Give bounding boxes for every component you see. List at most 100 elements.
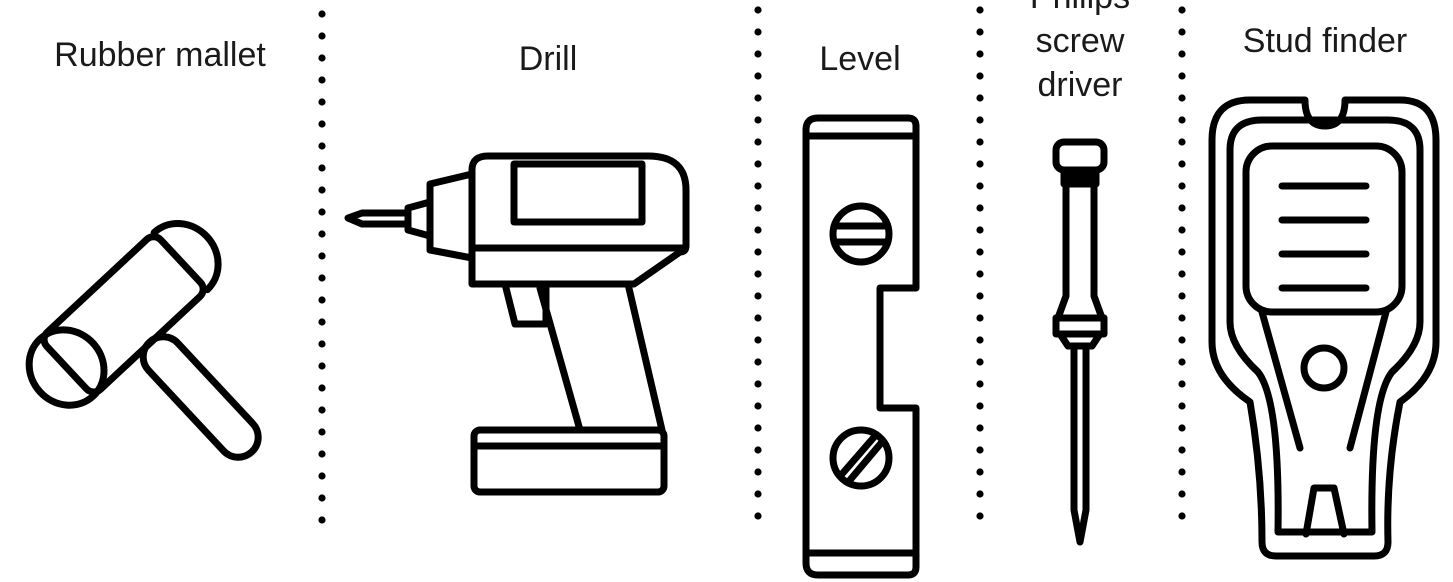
- screwdriver-label-line-2: screw: [1036, 22, 1125, 60]
- separator-dot: [754, 28, 762, 36]
- separator-dot: [318, 54, 326, 62]
- separator-dot: [754, 358, 762, 366]
- separator-dot: [976, 50, 984, 58]
- separator-dot: [754, 94, 762, 102]
- separator-dot: [1178, 270, 1186, 278]
- separator-dot: [1178, 402, 1186, 410]
- separator-dot: [1178, 28, 1186, 36]
- separator-dot: [1178, 336, 1186, 344]
- separator-dot: [976, 402, 984, 410]
- separator-dot: [1178, 204, 1186, 212]
- separator-dot: [976, 292, 984, 300]
- dotted-separator-3: [976, 6, 984, 520]
- separator-dot: [976, 94, 984, 102]
- separator-dot: [976, 468, 984, 476]
- level-icon: [802, 114, 920, 579]
- separator-dot: [318, 76, 326, 84]
- separator-dot: [754, 424, 762, 432]
- separator-dot: [976, 226, 984, 234]
- separator-dot: [318, 230, 326, 238]
- separator-dot: [1178, 72, 1186, 80]
- separator-dot: [754, 6, 762, 14]
- separator-dot: [976, 204, 984, 212]
- separator-dot: [1178, 226, 1186, 234]
- separator-dot: [318, 296, 326, 304]
- separator-dot: [754, 116, 762, 124]
- separator-dot: [318, 252, 326, 260]
- separator-dot: [976, 424, 984, 432]
- separator-dot: [1178, 182, 1186, 190]
- separator-dot: [976, 270, 984, 278]
- separator-dot: [1178, 292, 1186, 300]
- separator-dot: [318, 274, 326, 282]
- separator-dot: [318, 208, 326, 216]
- separator-dot: [318, 186, 326, 194]
- separator-dot: [754, 314, 762, 322]
- separator-dot: [976, 72, 984, 80]
- separator-dot: [318, 406, 326, 414]
- separator-dot: [754, 248, 762, 256]
- drill-icon: [344, 152, 690, 496]
- separator-dot: [318, 120, 326, 128]
- separator-dot: [976, 512, 984, 520]
- separator-dot: [1178, 314, 1186, 322]
- separator-dot: [976, 358, 984, 366]
- drill-label: Drill: [519, 40, 578, 78]
- screwdriver-label-line-3: driver: [1037, 66, 1122, 104]
- separator-dot: [1178, 512, 1186, 520]
- separator-dot: [1178, 380, 1186, 388]
- separator-dot: [1178, 138, 1186, 146]
- separator-dot: [754, 50, 762, 58]
- separator-dot: [1178, 358, 1186, 366]
- separator-dot: [754, 512, 762, 520]
- separator-dot: [754, 380, 762, 388]
- dotted-separator-2: [754, 6, 762, 520]
- screwdriver-label-line-1: Philips: [1030, 0, 1130, 16]
- separator-dot: [318, 98, 326, 106]
- separator-dot: [1178, 94, 1186, 102]
- separator-dot: [754, 72, 762, 80]
- separator-dot: [976, 6, 984, 14]
- separator-dot: [976, 248, 984, 256]
- separator-dot: [1178, 424, 1186, 432]
- separator-dot: [318, 32, 326, 40]
- separator-dot: [976, 490, 984, 498]
- separator-dot: [754, 446, 762, 454]
- separator-dot: [318, 318, 326, 326]
- separator-dot: [1178, 116, 1186, 124]
- separator-dot: [318, 450, 326, 458]
- separator-dot: [318, 340, 326, 348]
- separator-dot: [1178, 468, 1186, 476]
- separator-dot: [1178, 248, 1186, 256]
- stud-finder-icon: [1208, 96, 1440, 560]
- separator-dot: [754, 138, 762, 146]
- separator-dot: [318, 164, 326, 172]
- separator-dot: [754, 160, 762, 168]
- separator-dot: [754, 270, 762, 278]
- screwdriver-icon: [1052, 138, 1108, 546]
- separator-dot: [754, 336, 762, 344]
- separator-dot: [976, 116, 984, 124]
- separator-dot: [318, 472, 326, 480]
- separator-dot: [754, 402, 762, 410]
- separator-dot: [754, 204, 762, 212]
- separator-dot: [976, 138, 984, 146]
- separator-dot: [976, 160, 984, 168]
- separator-dot: [1178, 160, 1186, 168]
- separator-dot: [976, 380, 984, 388]
- rubber-mallet-label: Rubber mallet: [54, 36, 266, 74]
- separator-dot: [976, 336, 984, 344]
- separator-dot: [754, 292, 762, 300]
- separator-dot: [754, 226, 762, 234]
- separator-dot: [1178, 446, 1186, 454]
- rubber-mallet-icon: [25, 220, 262, 461]
- separator-dot: [318, 516, 326, 524]
- stud-finder-label: Stud finder: [1243, 22, 1407, 60]
- separator-dot: [976, 314, 984, 322]
- separator-dot: [754, 182, 762, 190]
- separator-dot: [1178, 490, 1186, 498]
- separator-dot: [754, 490, 762, 498]
- separator-dot: [318, 494, 326, 502]
